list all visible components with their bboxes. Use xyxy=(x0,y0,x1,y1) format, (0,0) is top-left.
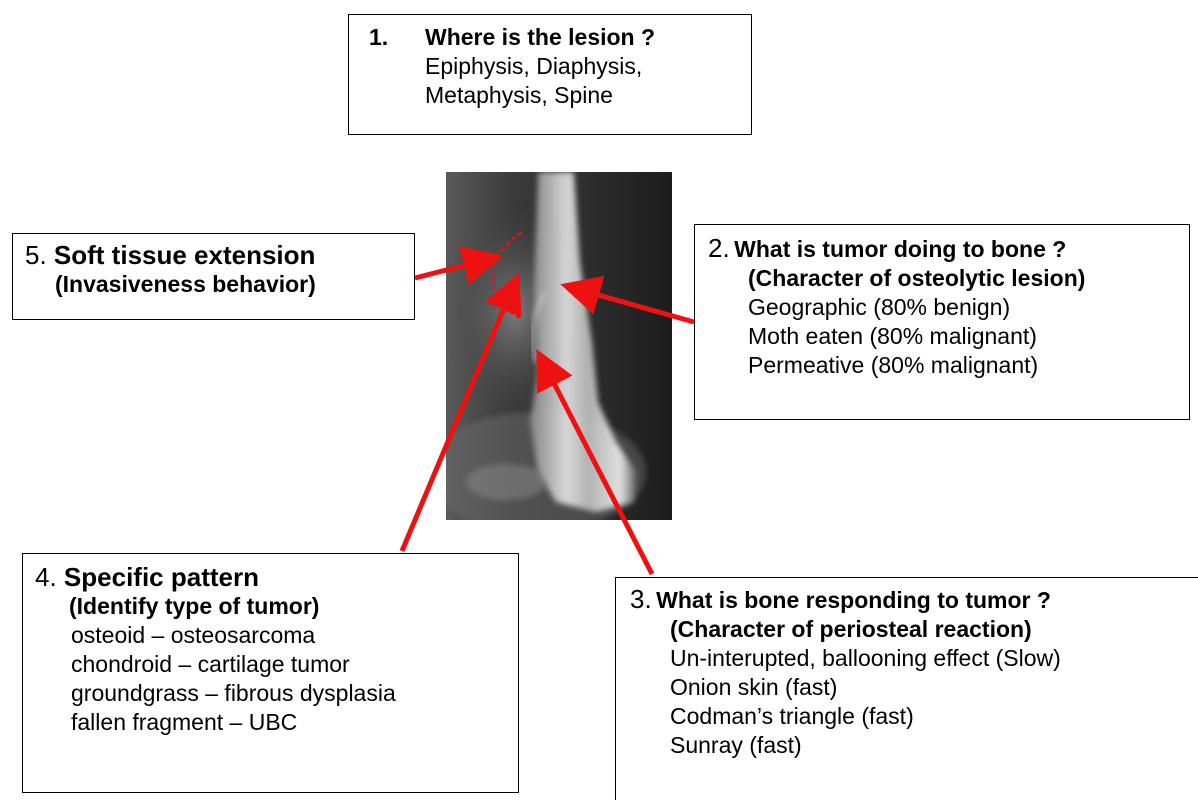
step-subtitle: (Character of osteolytic lesion) xyxy=(708,264,1189,293)
step-subtitle: (Invasiveness behavior) xyxy=(25,270,414,299)
matrix-pattern-line: chondroid – cartilage tumor xyxy=(35,650,518,679)
step-number: 2. xyxy=(708,233,730,263)
step-number: 5. xyxy=(25,240,47,270)
step-title: Soft tissue extension xyxy=(54,240,316,270)
matrix-pattern-line: osteoid – osteosarcoma xyxy=(35,621,518,650)
specific-pattern-heading: 4. Specific pattern xyxy=(35,562,518,592)
lesion-pattern-line: Geographic (80% benign) xyxy=(708,293,1189,322)
step-title: Specific pattern xyxy=(64,562,259,592)
femur-xray-image xyxy=(446,172,672,520)
step-number: 3. xyxy=(630,584,652,614)
matrix-pattern-line: fallen fragment – UBC xyxy=(35,708,518,737)
reaction-pattern-line: Un-interupted, ballooning effect (Slow) xyxy=(630,644,1198,673)
step-title: Where is the lesion ? xyxy=(425,22,655,52)
location-option-line: Epiphysis, Diaphysis, xyxy=(369,52,751,81)
step-number: 4. xyxy=(35,562,57,592)
specific-pattern-box: 4. Specific pattern (Identify type of tu… xyxy=(22,553,519,793)
reaction-pattern-line: Sunray (fast) xyxy=(630,731,1198,760)
matrix-pattern-line: groundgrass – fibrous dysplasia xyxy=(35,679,518,708)
soft-tissue-heading: 5. Soft tissue extension xyxy=(25,240,414,270)
lesion-pattern-line: Permeative (80% malignant) xyxy=(708,351,1189,380)
osteolytic-lesion-box: 2. What is tumor doing to bone ? (Charac… xyxy=(694,224,1190,420)
step-title: What is bone responding to tumor ? xyxy=(656,587,1051,613)
location-option-line: Metaphysis, Spine xyxy=(369,81,751,110)
lesion-location-box: 1. Where is the lesion ? Epiphysis, Diap… xyxy=(348,14,752,135)
periosteal-reaction-box: 3. What is bone responding to tumor ? (C… xyxy=(615,577,1198,800)
osteolytic-heading: 2. What is tumor doing to bone ? xyxy=(708,233,1189,264)
step-subtitle: (Character of periosteal reaction) xyxy=(630,615,1198,644)
step-number: 1. xyxy=(369,22,425,52)
reaction-pattern-line: Codman’s triangle (fast) xyxy=(630,702,1198,731)
reaction-pattern-line: Onion skin (fast) xyxy=(630,673,1198,702)
step-subtitle: (Identify type of tumor) xyxy=(35,592,518,621)
lesion-pattern-line: Moth eaten (80% malignant) xyxy=(708,322,1189,351)
xray-drawing xyxy=(446,172,672,520)
periosteal-heading: 3. What is bone responding to tumor ? xyxy=(630,584,1198,615)
soft-tissue-box: 5. Soft tissue extension (Invasiveness b… xyxy=(12,233,415,320)
lesion-location-heading: 1. Where is the lesion ? xyxy=(369,22,751,52)
step-title: What is tumor doing to bone ? xyxy=(734,236,1066,262)
